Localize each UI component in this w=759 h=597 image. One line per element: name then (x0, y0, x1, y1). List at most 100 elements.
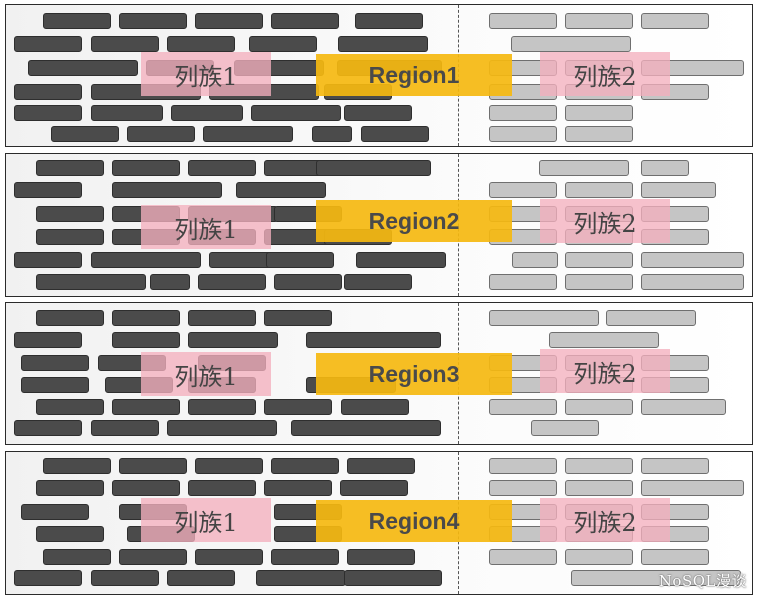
column-family-1-label: 列族1 (141, 352, 271, 396)
family2-cell (512, 252, 558, 268)
family1-cell (195, 458, 263, 474)
region-panel-4: 列族1 Region4 列族2 (5, 451, 753, 595)
column-family-1-label: 列族1 (141, 498, 271, 542)
family1-cell (91, 105, 163, 121)
family1-cell (355, 13, 423, 29)
family1-cell (36, 160, 104, 176)
family1-cell (167, 570, 235, 586)
region-panel-2: 列族1 Region2 列族2 (5, 153, 753, 297)
family2-cell (489, 274, 557, 290)
family2-cell (606, 310, 696, 326)
region-panel-3: 列族1 Region3 列族2 (5, 302, 753, 445)
family1-cell (36, 480, 104, 496)
family1-cell (36, 399, 104, 415)
family1-cell (249, 36, 317, 52)
family1-cell (112, 480, 180, 496)
family1-cell (344, 570, 442, 586)
family1-cell (112, 332, 180, 348)
region-label: Region3 (316, 353, 512, 395)
family1-cell (21, 377, 89, 393)
family2-cell (489, 182, 557, 198)
family2-cell (565, 126, 633, 142)
family1-cell (43, 13, 111, 29)
family2-cell (489, 480, 557, 496)
family1-cell (36, 229, 104, 245)
family1-cell (195, 13, 263, 29)
family1-cell (36, 206, 104, 222)
family1-cell (347, 549, 415, 565)
family1-cell (150, 274, 190, 290)
family1-cell (356, 252, 446, 268)
family1-cell (251, 105, 341, 121)
family1-cell (43, 549, 111, 565)
family2-cell (641, 480, 744, 496)
family1-cell (266, 252, 334, 268)
family1-cell (256, 570, 346, 586)
family2-cell (641, 252, 744, 268)
family2-cell (489, 399, 557, 415)
family2-cell (565, 105, 633, 121)
family2-cell (641, 274, 744, 290)
family1-cell (36, 526, 104, 542)
family1-cell (188, 310, 256, 326)
family2-cell (565, 480, 633, 496)
family1-cell (112, 399, 180, 415)
family2-cell (565, 274, 633, 290)
family1-cell (21, 355, 89, 371)
family1-cell (271, 458, 339, 474)
family1-cell (119, 458, 187, 474)
family1-cell (271, 13, 339, 29)
family1-cell (36, 310, 104, 326)
family1-cell (341, 399, 409, 415)
column-family-2-label: 列族2 (540, 349, 670, 393)
family1-cell (167, 36, 235, 52)
family2-cell (641, 182, 716, 198)
family2-cell (641, 549, 709, 565)
family2-cell (641, 13, 709, 29)
family1-cell (236, 182, 326, 198)
family1-cell (14, 332, 82, 348)
column-family-2-label: 列族2 (540, 199, 670, 243)
family1-cell (188, 480, 256, 496)
family2-cell (565, 549, 633, 565)
family2-cell (511, 36, 631, 52)
family1-cell (291, 420, 441, 436)
family2-cell (539, 160, 629, 176)
family2-cell (489, 13, 557, 29)
family2-cell (549, 332, 659, 348)
family2-cell (489, 126, 557, 142)
family1-cell (271, 549, 339, 565)
family1-cell (264, 480, 332, 496)
family2-cell (641, 160, 689, 176)
family1-cell (188, 332, 278, 348)
family1-cell (112, 310, 180, 326)
family1-cell (14, 252, 82, 268)
column-family-2-label: 列族2 (540, 52, 670, 96)
family2-cell (571, 570, 741, 586)
family1-cell (312, 126, 352, 142)
family1-cell (91, 252, 201, 268)
family1-cell (91, 570, 159, 586)
family2-cell (489, 105, 557, 121)
family2-cell (489, 458, 557, 474)
family2-cell (531, 420, 599, 436)
family1-cell (14, 570, 82, 586)
family1-cell (21, 504, 89, 520)
family1-cell (338, 36, 428, 52)
family1-cell (14, 84, 82, 100)
family1-cell (344, 105, 412, 121)
family1-cell (264, 399, 332, 415)
region-panel-1: 列族1 Region1 列族2 (5, 4, 753, 147)
family1-cell (119, 549, 187, 565)
region-label: Region2 (316, 200, 512, 242)
family1-cell (51, 126, 119, 142)
family2-cell (565, 252, 633, 268)
family1-cell (14, 182, 82, 198)
family2-cell (489, 549, 557, 565)
family1-cell (167, 420, 277, 436)
family1-cell (195, 549, 263, 565)
family1-cell (264, 310, 332, 326)
column-family-1-label: 列族1 (141, 52, 271, 96)
family1-cell (14, 36, 82, 52)
family1-cell (347, 458, 415, 474)
